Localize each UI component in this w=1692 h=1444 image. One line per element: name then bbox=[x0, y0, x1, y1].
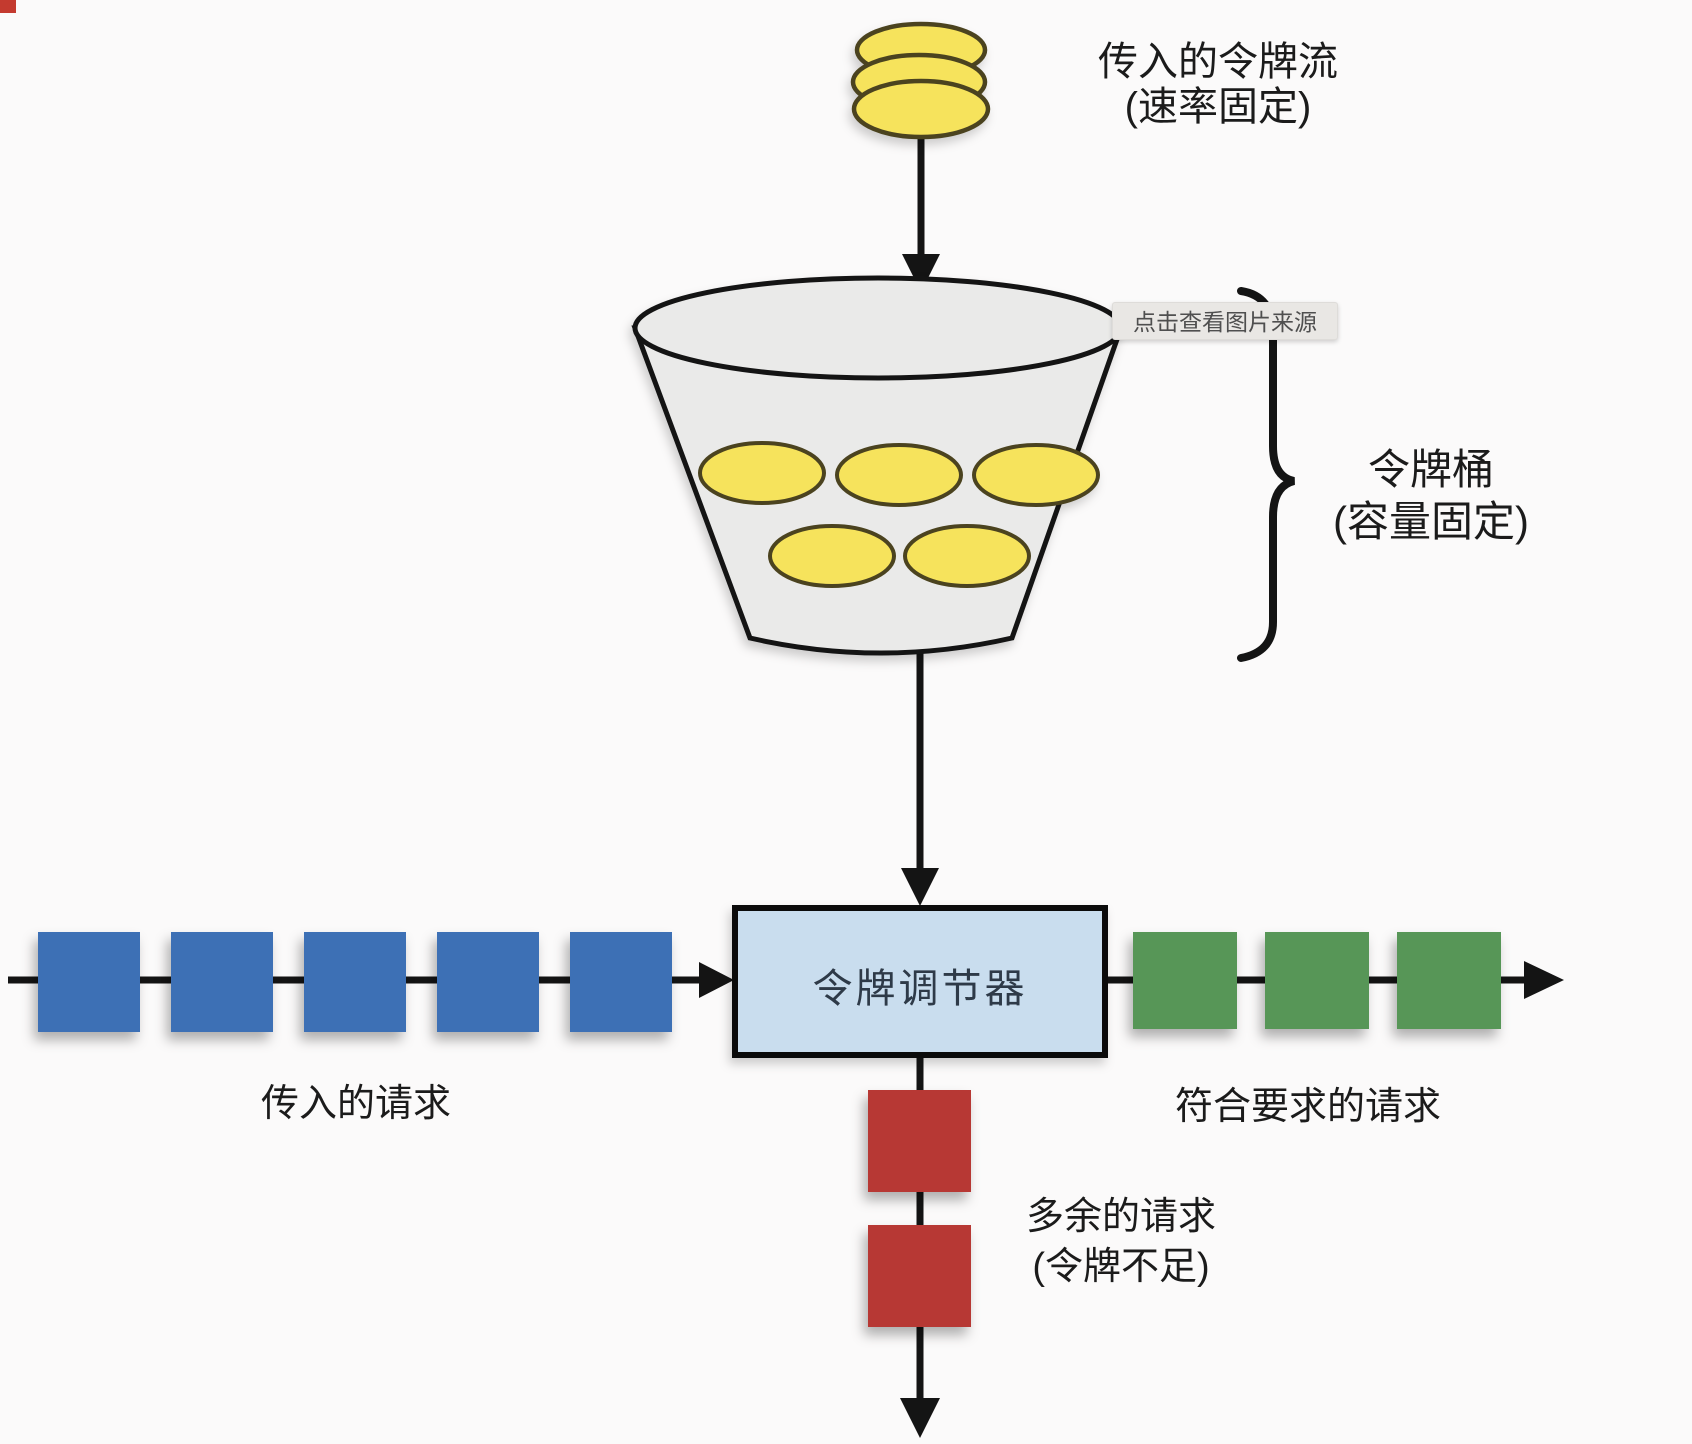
arrowheads bbox=[699, 254, 1564, 1438]
incoming-token-stream-label: 传入的令牌流 (速率固定) bbox=[1098, 40, 1338, 130]
incoming-request-square bbox=[570, 932, 672, 1032]
incoming-request-square bbox=[437, 932, 539, 1032]
token-icon bbox=[768, 524, 896, 588]
bucket-mouth bbox=[632, 275, 1124, 381]
conforming-request-square bbox=[1397, 932, 1501, 1029]
incoming-request-square bbox=[304, 932, 406, 1032]
token-regulator-label: 令牌调节器 bbox=[812, 967, 1028, 1011]
coin-icon bbox=[851, 78, 991, 140]
excess-request-square bbox=[868, 1090, 971, 1192]
token-icon bbox=[835, 443, 963, 507]
excess-requests-label-line1: 多余的请求 bbox=[1025, 1196, 1217, 1238]
right-arrowhead-output bbox=[1524, 961, 1564, 999]
token-icon bbox=[903, 524, 1031, 588]
excess-request-square bbox=[868, 1225, 971, 1327]
incoming-request-square bbox=[171, 932, 273, 1032]
excess-requests-label-line2: (令牌不足) bbox=[1032, 1246, 1210, 1288]
conforming-request-square bbox=[1133, 932, 1237, 1029]
token-bucket-label: 令牌桶 (容量固定) bbox=[1333, 444, 1529, 548]
token-bucket-label-line2: (容量固定) bbox=[1333, 498, 1529, 545]
corner-artifact bbox=[0, 0, 16, 13]
excess-requests-label: 多余的请求 (令牌不足) bbox=[1026, 1192, 1216, 1292]
view-image-source-tooltip[interactable]: 点击查看图片来源 bbox=[1112, 302, 1338, 340]
conforming-request-squares bbox=[1133, 932, 1501, 1029]
token-regulator-box bbox=[732, 905, 1108, 1058]
token-bucket-label-line1: 令牌桶 bbox=[1367, 446, 1495, 493]
conforming-request-square bbox=[1265, 932, 1369, 1029]
down-arrowhead-discard bbox=[900, 1398, 940, 1438]
token-icon bbox=[698, 441, 826, 505]
bucket-tokens bbox=[698, 441, 1100, 588]
down-arrowhead-into-regulator bbox=[901, 868, 939, 906]
excess-request-squares bbox=[868, 1090, 971, 1327]
incoming-token-stream-label-line1: 传入的令牌流 bbox=[1098, 40, 1338, 84]
bucket-brace bbox=[1237, 287, 1296, 662]
incoming-requests-label: 传入的请求 bbox=[260, 1083, 452, 1125]
incoming-token-stream-label-line2: (速率固定) bbox=[1124, 85, 1312, 129]
incoming-request-squares bbox=[38, 932, 672, 1032]
conforming-requests-label: 符合要求的请求 bbox=[1174, 1086, 1442, 1128]
incoming-request-square bbox=[38, 932, 140, 1032]
token-bucket bbox=[631, 275, 1125, 656]
down-arrowhead-into-bucket bbox=[902, 254, 940, 292]
right-arrowhead-into-regulator bbox=[699, 962, 734, 998]
incoming-token-coins bbox=[850, 21, 991, 140]
token-icon bbox=[972, 443, 1100, 507]
